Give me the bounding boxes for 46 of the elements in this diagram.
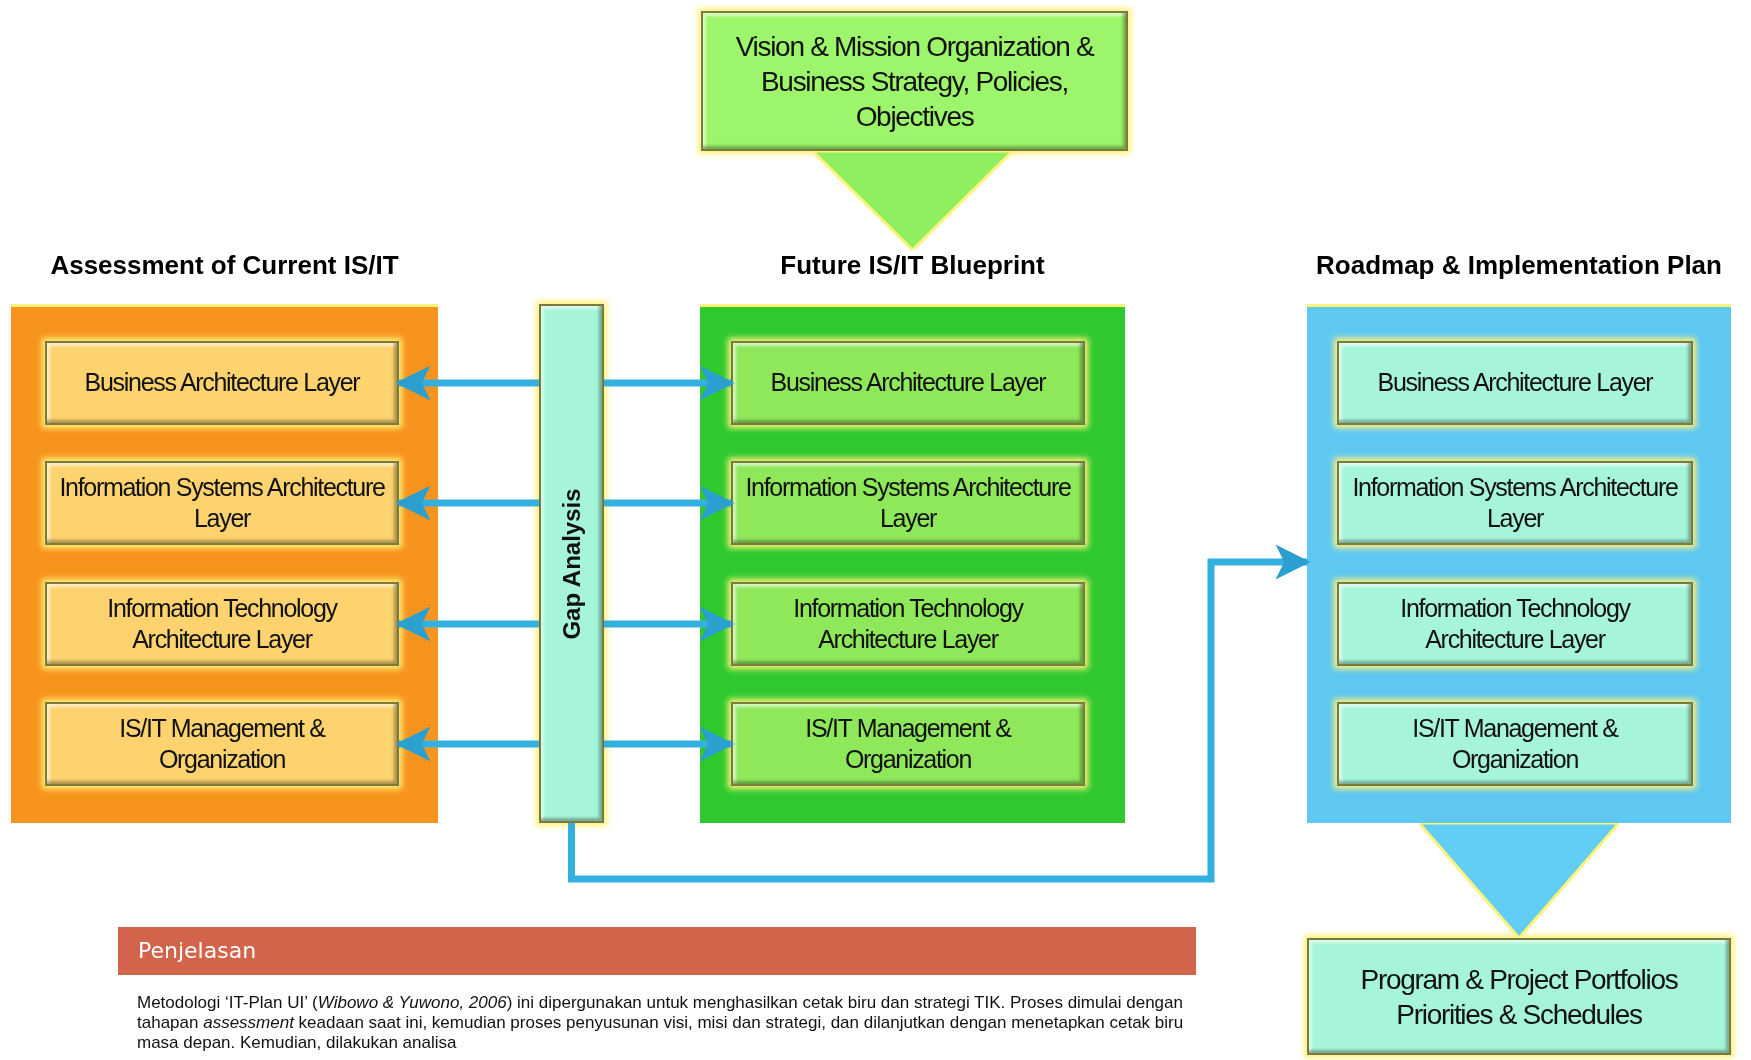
box-text: Information Technology Architecture Layer	[1399, 592, 1632, 655]
box-text: IS/IT Management & Organization	[1411, 712, 1620, 775]
box-text: Information Technology Architecture Layer	[106, 592, 339, 655]
layer-box	[731, 582, 1085, 666]
pointer-triangle	[811, 149, 1014, 252]
arrow	[604, 485, 735, 521]
arrow	[568, 544, 1311, 883]
box-text: Business Architecture Layer	[83, 367, 361, 399]
box-text: Business Architecture Layer	[769, 367, 1047, 399]
layer-box	[1337, 461, 1693, 545]
callout-box	[701, 11, 1128, 151]
panel-heading: Roadmap & Implementation Plan	[1315, 250, 1723, 281]
layer-box	[45, 702, 399, 786]
arrow	[604, 365, 735, 401]
box-text: Information Technology Architecture Layer	[792, 592, 1025, 655]
box-text: Program & Project Portfolios Priorities & Schedules	[1359, 962, 1679, 1032]
layer-box	[731, 702, 1085, 786]
box-text: Information Systems Architecture Layer	[1351, 471, 1679, 534]
panel-heading: Future IS/IT Blueprint	[779, 250, 1046, 281]
panel-heading: Assessment of Current IS/IT	[49, 250, 400, 281]
layer-box	[1337, 341, 1693, 425]
arrow	[604, 726, 735, 762]
box-text: Gap Analysis	[556, 486, 586, 642]
box-text: Business Architecture Layer	[1376, 367, 1654, 399]
box-text: Vision & Mission Organization & Business Strategy, Policies, Objectives	[734, 29, 1095, 134]
arrow	[395, 485, 539, 521]
layer-box	[45, 582, 399, 666]
arrow	[395, 365, 539, 401]
layer-box	[1337, 702, 1693, 786]
layer-box	[45, 461, 399, 545]
arrow	[395, 726, 539, 762]
section-header: Penjelasan	[118, 927, 1196, 975]
box-text: Information Systems Architecture Layer	[58, 471, 386, 534]
arrow	[395, 606, 539, 642]
box-text: Information Systems Architecture Layer	[744, 471, 1072, 534]
layer-box	[45, 341, 399, 425]
layer-box	[731, 341, 1085, 425]
box-text: IS/IT Management & Organization	[804, 712, 1013, 775]
layer-box	[731, 461, 1085, 545]
explanation-paragraph: Metodologi ‘IT-Plan UI’ (Wibowo & Yuwono, 2006) ini dipergunakan untuk menghasilkan cetak biru dan strategi TIK. Proses dimulai dengan tahapan assessment keadaan saat ini, kemudian proses penyusunan visi, misi dan strategi, dan dilanjutkan dengan menetapkan cetak biru masa depan. Kemudian, dilakukan analisa	[137, 993, 1185, 1053]
arrow	[604, 606, 735, 642]
callout-box	[1307, 938, 1731, 1055]
layer-box	[1337, 582, 1693, 666]
pointer-triangle	[1417, 821, 1621, 940]
gap-analysis-bar	[539, 304, 604, 823]
box-text: IS/IT Management & Organization	[118, 712, 327, 775]
